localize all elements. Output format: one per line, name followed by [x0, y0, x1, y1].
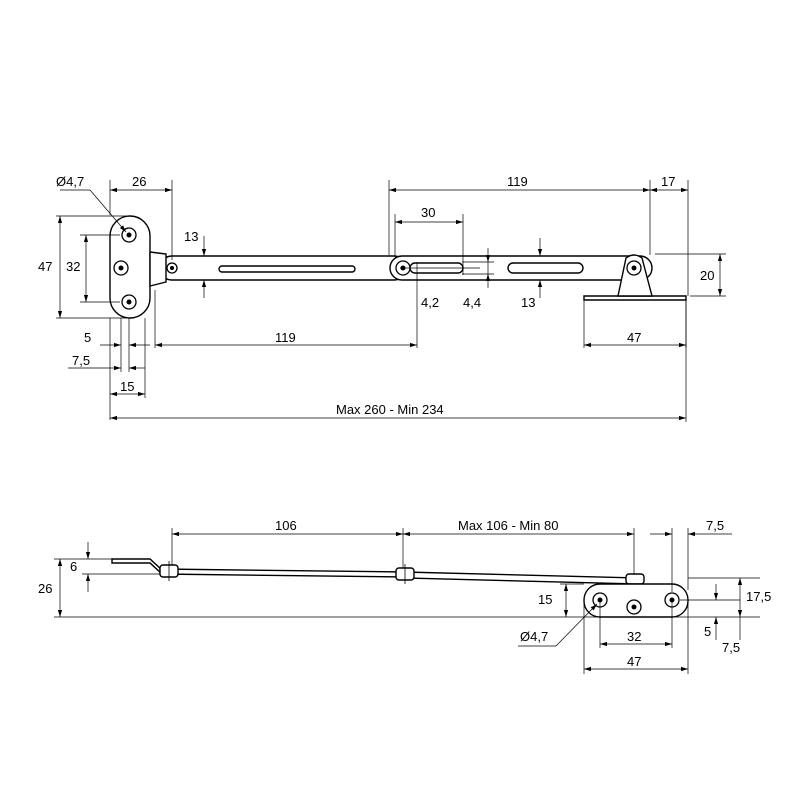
dim-bracket-offset: 17 [661, 174, 675, 189]
dim-side-hole-spacing: 32 [627, 629, 641, 644]
dim-bracket-length: 47 [627, 330, 641, 345]
dim-side-hole-diameter: Ø4,7 [520, 629, 548, 644]
dim-side-edge-offset: 5 [704, 624, 711, 639]
dim-riser-height: 6 [70, 559, 77, 574]
dim-arm1-length: 119 [275, 330, 296, 345]
dim-second-span: Max 106 - Min 80 [458, 518, 558, 533]
dim-slot-offset: 4,4 [463, 295, 481, 310]
dim-arm2-width: 13 [521, 295, 535, 310]
dim-plate-height: 47 [38, 259, 52, 274]
dim-overall-length: Max 260 - Min 234 [336, 402, 444, 417]
dim-plate-width: 15 [120, 379, 134, 394]
dim-side-edge-center: 7,5 [722, 640, 740, 655]
arm-1-slot [218, 265, 356, 273]
rivet-3 [625, 573, 645, 585]
side-arm-lower [403, 571, 641, 585]
dim-slot-length: 30 [421, 205, 435, 220]
dim-hole-height: 17,5 [746, 589, 771, 604]
dim-bracket-height: 20 [700, 268, 714, 283]
bent-end-tab [111, 558, 163, 576]
dim-end-offset: 7,5 [706, 518, 724, 533]
dim-edge-offset: 5 [84, 330, 91, 345]
dim-plate-offset: 26 [132, 174, 146, 189]
dim-slot-width: 4,2 [421, 295, 439, 310]
top-view: Ø4,7 26 13 30 119 17 47 32 [38, 174, 726, 422]
dim-plate-thickness: 15 [538, 592, 552, 607]
dim-total-height: 26 [38, 581, 52, 596]
dim-arm1-width: 13 [184, 229, 198, 244]
dim-first-span: 106 [275, 518, 297, 533]
dim-hole-diameter: Ø4,7 [56, 174, 84, 189]
dim-arm2-length: 119 [507, 174, 528, 189]
arm-2-slot-right [507, 262, 584, 274]
dim-edge-center: 7,5 [72, 353, 90, 368]
side-view: 106 Max 106 - Min 80 7,5 6 26 15 17,5 [38, 518, 771, 674]
dim-hole-spacing: 32 [66, 259, 80, 274]
dim-side-plate-length: 47 [627, 654, 641, 669]
side-arm-upper [159, 568, 407, 578]
